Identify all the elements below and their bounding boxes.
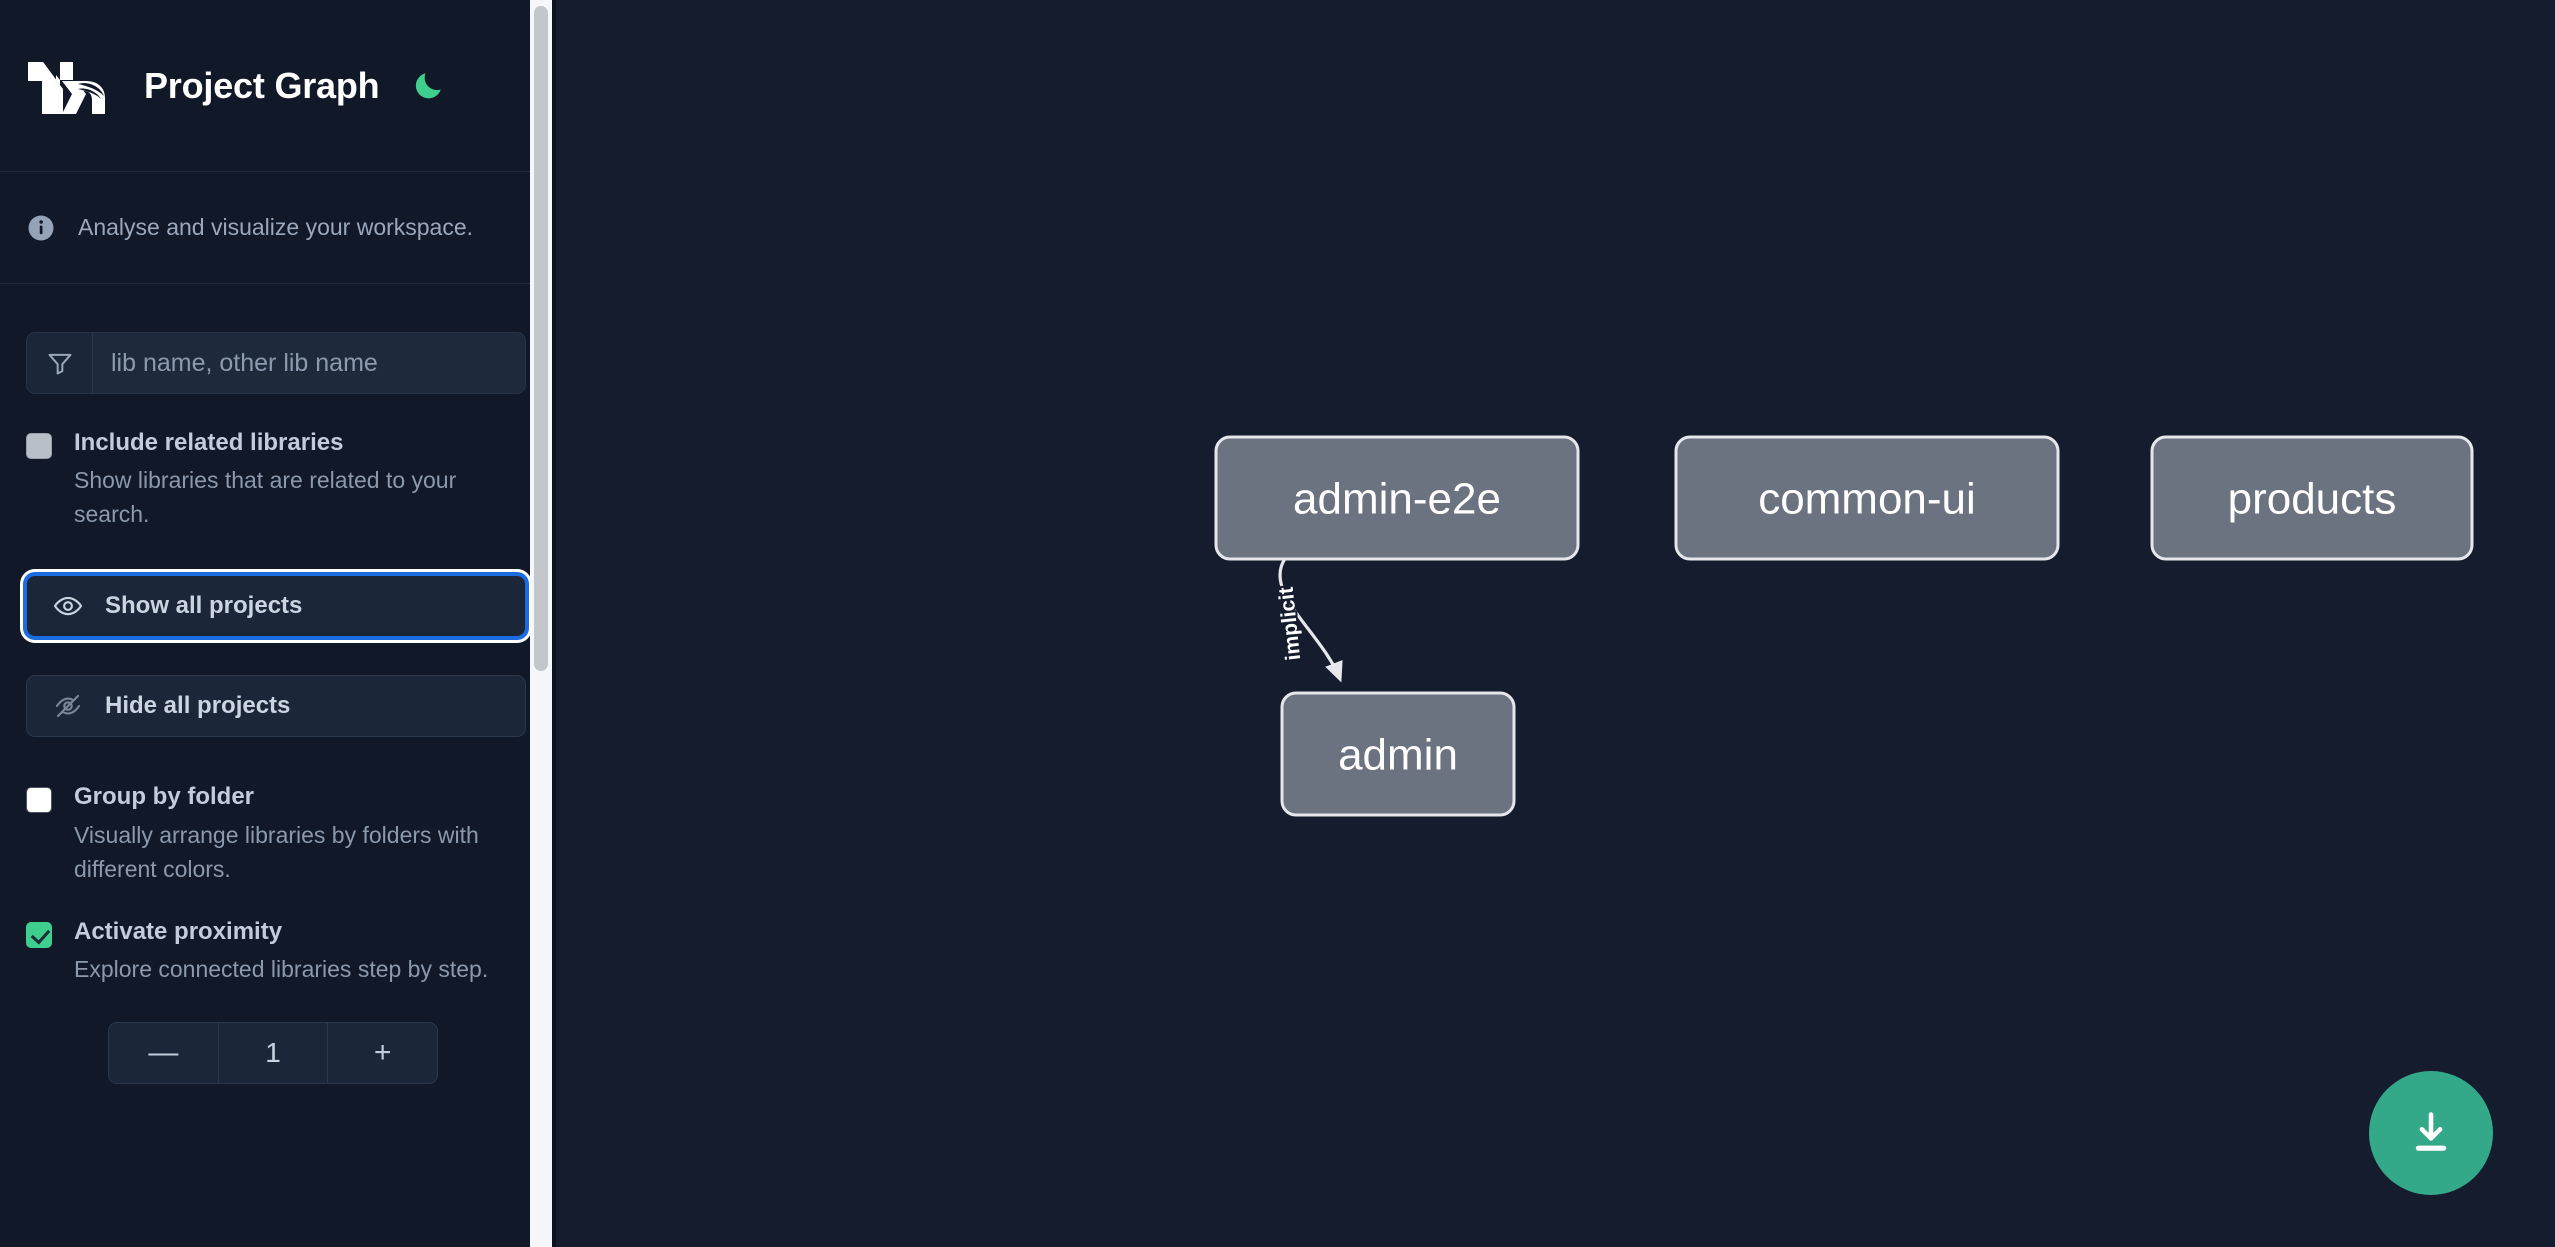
funnel-icon [27, 333, 93, 393]
option-label: Activate proximity [74, 917, 283, 945]
proximity-stepper[interactable]: — 1 + [108, 1022, 438, 1085]
proximity-increment-button[interactable]: + [327, 1023, 437, 1084]
info-icon [28, 215, 54, 240]
option-label: Group by folder [74, 783, 254, 811]
activate-proximity-checkbox[interactable] [26, 921, 52, 948]
option-description: Explore connected libraries step by step… [74, 956, 489, 983]
download-image-button[interactable] [2369, 1071, 2493, 1195]
workspace-info: Analyse and visualize your workspace. [0, 172, 552, 284]
sidebar-scrollbar-thumb[interactable] [534, 6, 548, 671]
graph-canvas[interactable]: implicitimplicit admin-e2e common-ui produ… [552, 0, 2555, 1247]
proximity-value: 1 [218, 1023, 328, 1084]
download-icon [2415, 1112, 2447, 1151]
filter-field[interactable] [26, 332, 526, 394]
graph-edge-label: implicit [1275, 586, 1306, 662]
graph-edge: implicit [1273, 558, 1343, 683]
graph-node-label: admin-e2e [1293, 475, 1501, 524]
show-all-projects-label: Show all projects [105, 592, 303, 620]
option-description: Visually arrange libraries by folders wi… [74, 821, 479, 882]
project-graph-svg[interactable]: implicitimplicit admin-e2e common-ui produ… [552, 0, 2555, 1247]
hide-all-projects-label: Hide all projects [105, 692, 291, 720]
include-related-libraries-checkbox[interactable] [26, 433, 52, 459]
nx-logo-icon [28, 61, 105, 114]
graph-node-label: admin [1338, 731, 1458, 780]
option-group-by-folder[interactable]: Group by folder Visually arrange librari… [0, 781, 552, 885]
option-description: Show libraries that are related to your … [74, 467, 457, 528]
sidebar-content: Project Graph Analyse and visualize your… [0, 0, 552, 1247]
hide-all-projects-button[interactable]: Hide all projects [26, 675, 526, 738]
graph-node-label: common-ui [1758, 475, 1976, 524]
moon-icon[interactable] [407, 65, 449, 107]
graph-node-products[interactable]: products [2150, 435, 2474, 561]
page-title: Project Graph [144, 64, 380, 106]
graph-node-common-ui[interactable]: common-ui [1674, 435, 2060, 561]
eye-icon [53, 597, 83, 616]
option-activate-proximity[interactable]: Activate proximity Explore connected lib… [0, 916, 552, 986]
graph-node-admin[interactable]: admin [1280, 691, 1516, 817]
option-include-related-libraries[interactable]: Include related libraries Show libraries… [0, 427, 552, 531]
show-all-projects-button[interactable]: Show all projects [26, 575, 526, 638]
graph-node-label: products [2228, 475, 2397, 524]
graph-edges: implicitimplicit [1273, 558, 1343, 683]
sidebar: Project Graph Analyse and visualize your… [0, 0, 552, 1247]
sidebar-divider [552, 0, 556, 1247]
sidebar-scrollbar-track[interactable] [530, 0, 552, 1247]
group-by-folder-checkbox[interactable] [26, 787, 52, 814]
graph-node-admin-e2e[interactable]: admin-e2e [1214, 435, 1580, 561]
eye-slash-icon [55, 695, 81, 718]
sidebar-header: Project Graph [0, 0, 552, 172]
workspace-info-text: Analyse and visualize your workspace. [78, 214, 474, 240]
option-label: Include related libraries [74, 429, 344, 456]
search-input[interactable] [93, 333, 525, 393]
graph-nodes: admin-e2ecommon-uiproductsstore-e2eadmin… [1214, 435, 2474, 817]
proximity-decrement-button[interactable]: — [109, 1023, 219, 1084]
